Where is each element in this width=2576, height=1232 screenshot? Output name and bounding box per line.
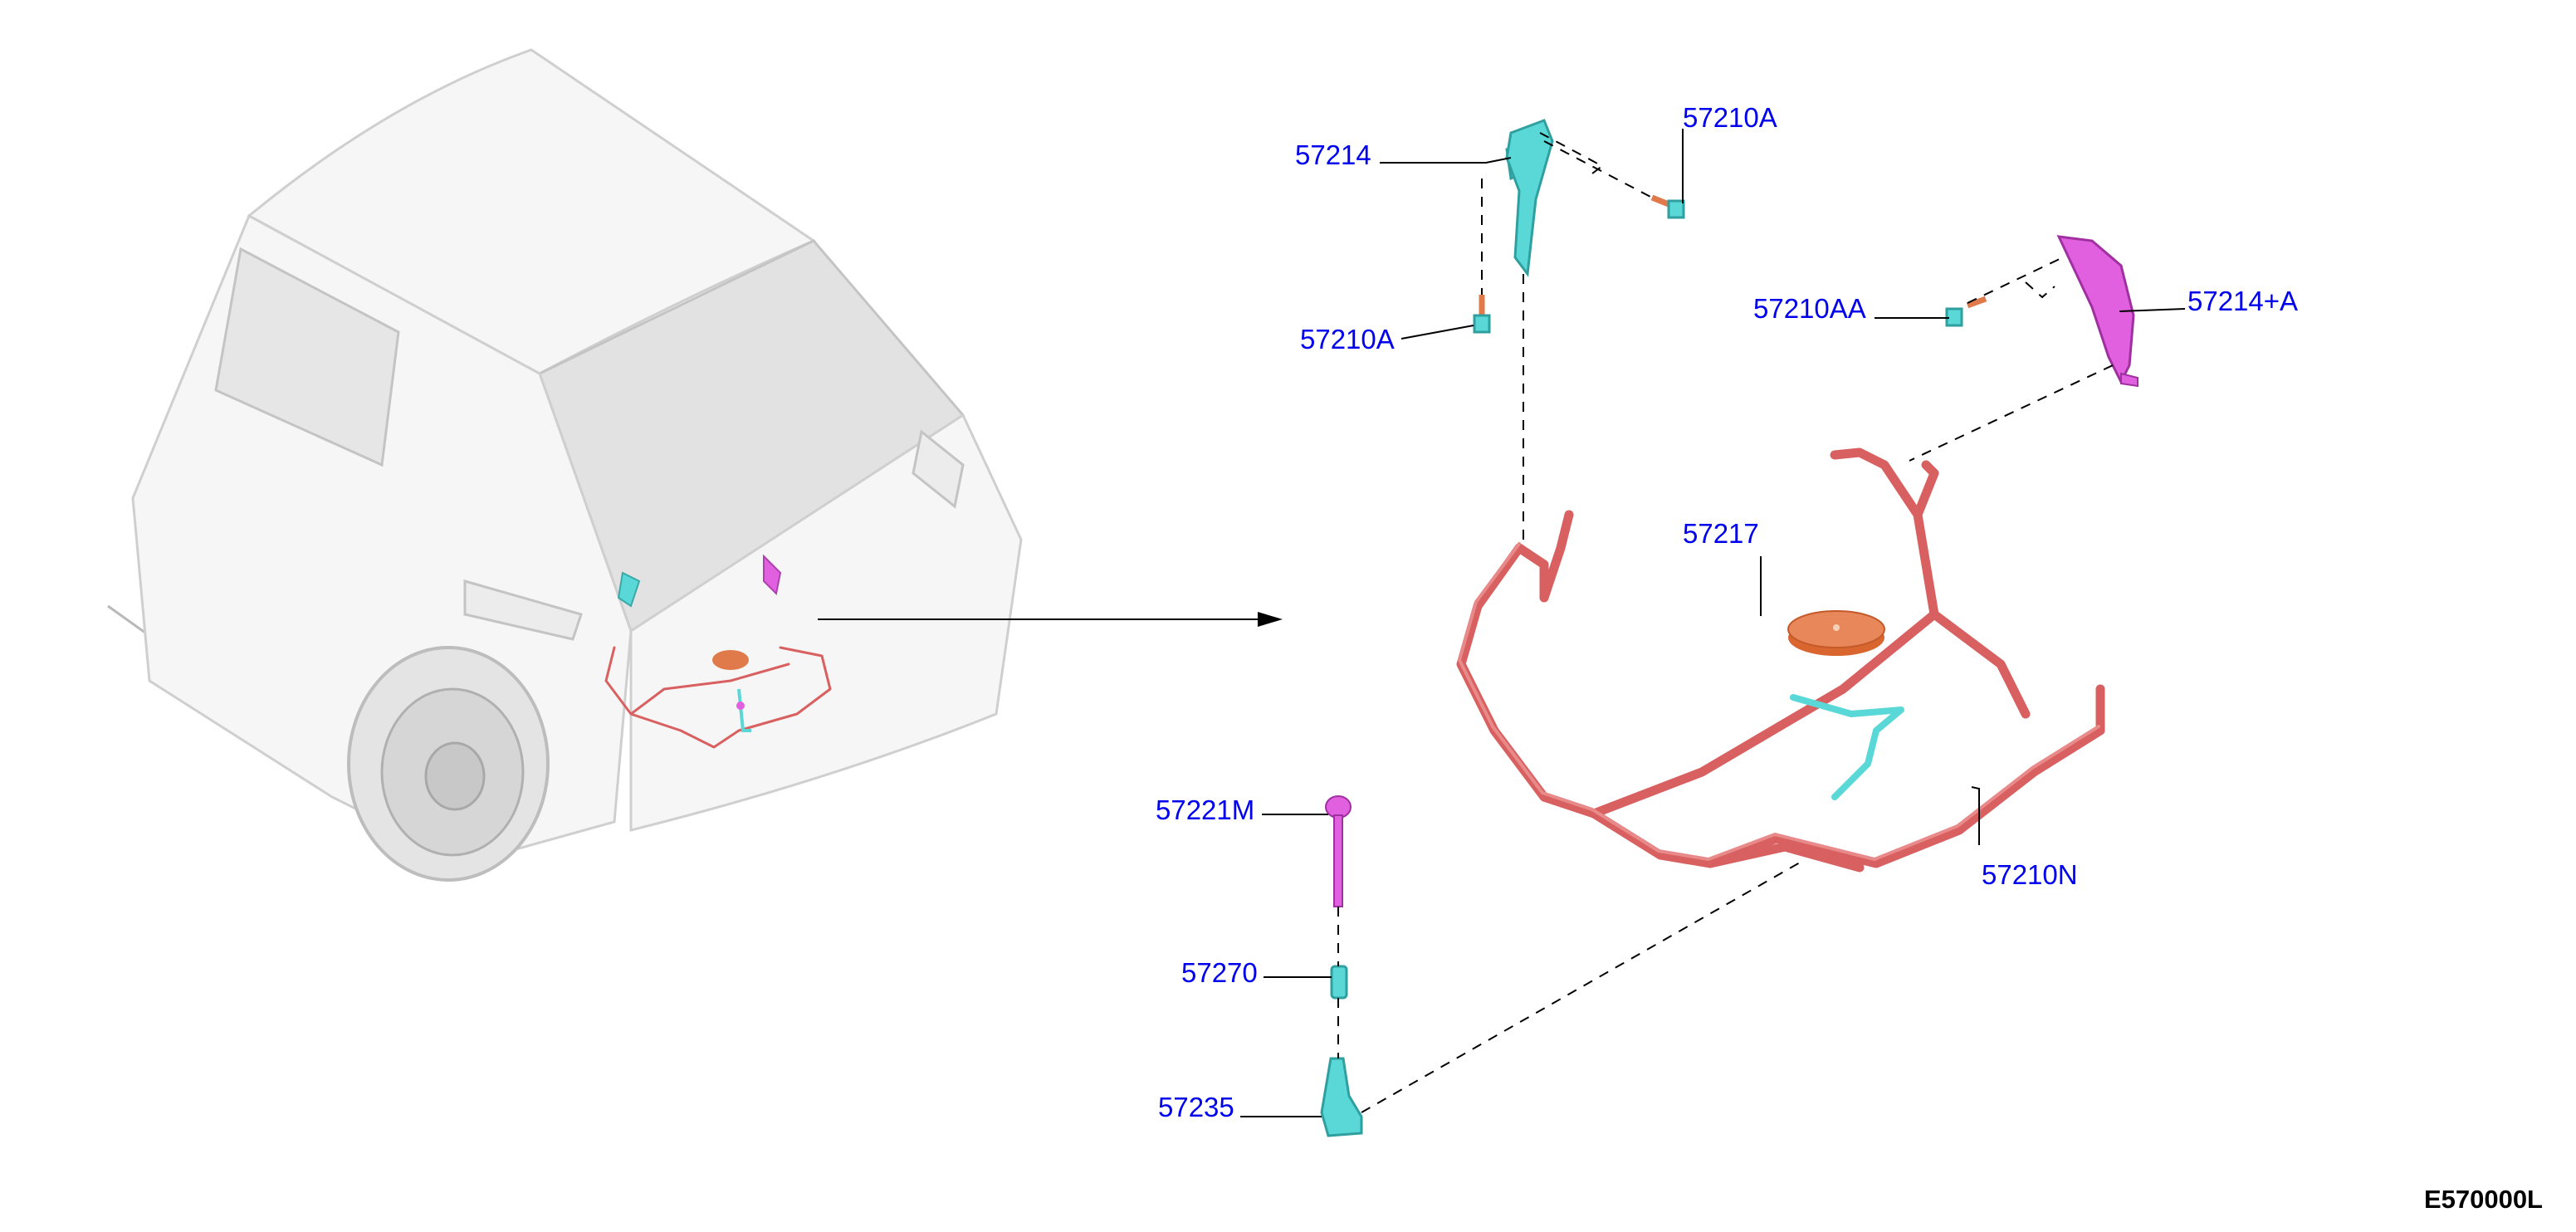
bracket-57235[interactable] (1320, 1057, 1363, 1137)
callout-57217[interactable]: 57217 (1683, 518, 1759, 549)
diagram-code: E570000L (2424, 1185, 2543, 1214)
callout-57210N[interactable]: 57210N (1982, 859, 2078, 890)
callout-57270[interactable]: 57270 (1181, 957, 1258, 988)
assembly-lines (1337, 132, 2114, 1113)
leader-lines (1240, 129, 2186, 1117)
bracket-on-harness (1790, 694, 1904, 800)
grommet-57217[interactable] (1787, 610, 1885, 656)
clip-57210A-top[interactable] (1650, 194, 1685, 219)
callout-57214[interactable]: 57214 (1295, 139, 1371, 170)
callout-57210A-left[interactable]: 57210A (1300, 324, 1395, 354)
callout-57221M[interactable]: 57221M (1156, 794, 1254, 825)
stud-57221M[interactable] (1325, 795, 1352, 907)
callout-57210A-top[interactable]: 57210A (1683, 102, 1777, 133)
callout-57210AA[interactable]: 57210AA (1753, 293, 1866, 324)
vehicle-overview (107, 48, 1023, 882)
clip-57210AA[interactable] (1945, 296, 1987, 327)
callout-57235[interactable]: 57235 (1158, 1092, 1234, 1122)
pointer-arrow (818, 612, 1283, 627)
callout-57214A[interactable]: 57214+A (2187, 286, 2298, 316)
harness-57210N[interactable] (1456, 447, 2105, 873)
clip-57210A-left[interactable] (1473, 295, 1491, 334)
bracket-57214[interactable] (1505, 119, 1554, 277)
bracket-57214A[interactable] (2056, 235, 2139, 388)
spacer-57270[interactable] (1330, 965, 1348, 1000)
